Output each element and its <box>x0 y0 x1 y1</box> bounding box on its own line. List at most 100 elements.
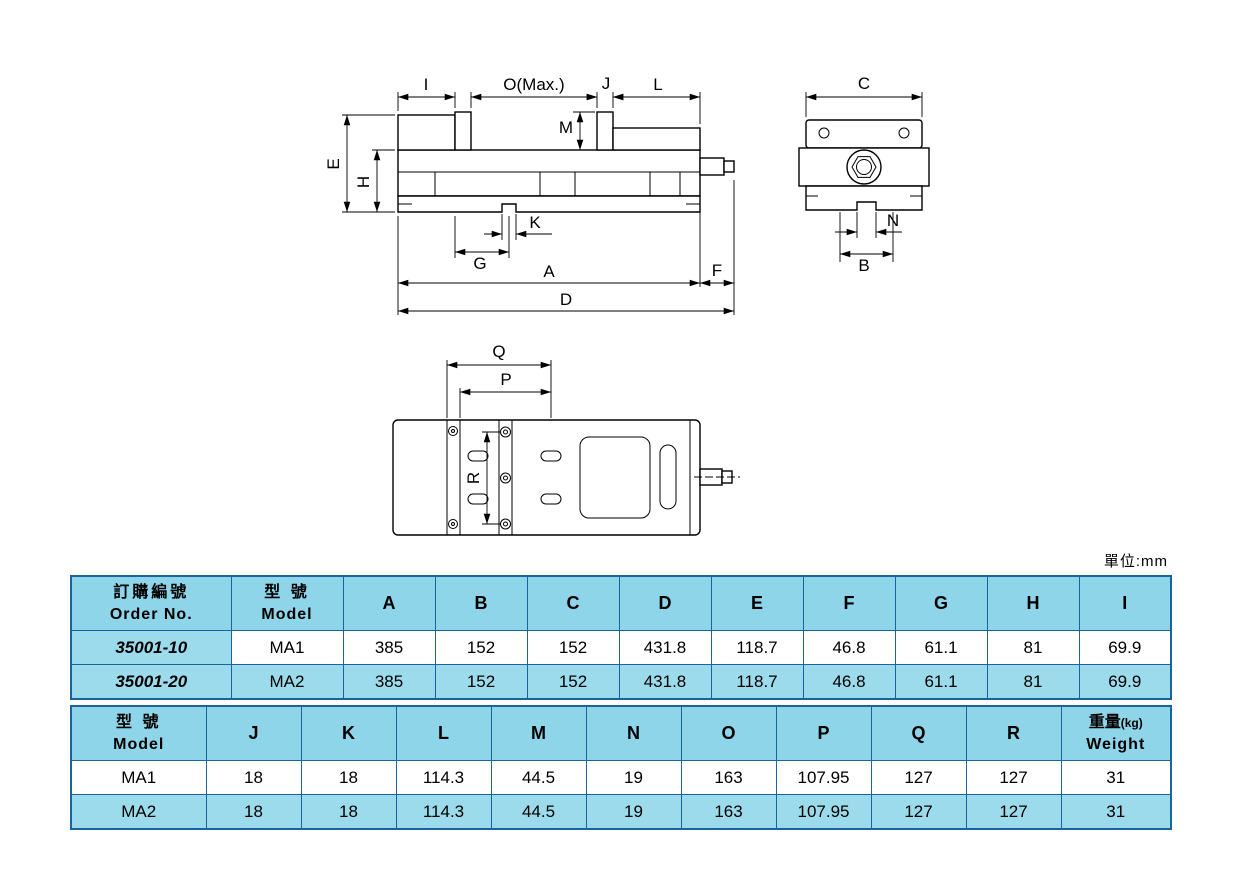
model-header-en: Model <box>113 735 165 753</box>
col-header-o: O <box>680 705 777 762</box>
dim-label-c: C <box>858 74 870 93</box>
value-cell: 127 <box>965 794 1062 830</box>
model-header-zh: 型 號 <box>116 714 162 731</box>
weight-header-zh: 重量 <box>1088 714 1121 731</box>
dim-label-j: J <box>602 74 611 93</box>
value-cell: 18 <box>300 760 397 796</box>
dim-label-a: A <box>543 262 555 281</box>
col-header-m: M <box>490 705 587 762</box>
col-header-n: N <box>585 705 682 762</box>
dim-label-g: G <box>473 254 486 273</box>
value-cell: 114.3 <box>395 794 492 830</box>
value-cell: 19 <box>585 760 682 796</box>
weight-cell: 31 <box>1060 760 1172 796</box>
dim-label-e: E <box>324 158 343 169</box>
front-view: I O(Max.) J L M E H K G A F D <box>324 74 735 315</box>
dim-label-p: P <box>500 370 511 389</box>
value-cell: 127 <box>965 760 1062 796</box>
value-cell: 44.5 <box>490 794 587 830</box>
order-no-cell: 35001-20 <box>70 664 232 700</box>
table1-header-row: 訂購編號 Order No. 型 號 Model A B C D E F G H… <box>70 575 1172 632</box>
value-cell: 18 <box>205 760 302 796</box>
value-cell: 152 <box>526 664 620 700</box>
table-row: 35001-20 MA2 385 152 152 431.8 118.7 46.… <box>70 664 1172 700</box>
value-cell: 127 <box>870 794 967 830</box>
top-view: Q P R <box>392 342 740 536</box>
value-cell: 385 <box>342 630 436 666</box>
value-cell: 114.3 <box>395 760 492 796</box>
table2-header-row: 型 號 Model J K L M N O P Q R 重量(kg) Weigh… <box>70 705 1172 762</box>
dim-label-k: K <box>529 213 541 232</box>
spec-table-order: 訂購編號 Order No. 型 號 Model A B C D E F G H… <box>70 575 1172 701</box>
value-cell: 107.95 <box>775 794 872 830</box>
col-header-q: Q <box>870 705 967 762</box>
weight-header: 重量(kg) Weight <box>1060 705 1172 762</box>
value-cell: 81 <box>986 630 1080 666</box>
order-no-header-en: Order No. <box>109 605 193 623</box>
order-no-header-zh: 訂購編號 <box>113 584 190 601</box>
table-row: MA1 18 18 114.3 44.5 19 163 107.95 127 1… <box>70 760 1172 796</box>
model-cell: MA2 <box>70 794 207 830</box>
dim-label-r: R <box>464 472 483 484</box>
side-view: C N B <box>798 74 930 275</box>
technical-drawing: I O(Max.) J L M E H K G A F D <box>324 74 930 536</box>
col-header-h: H <box>986 575 1080 632</box>
model-cell: MA1 <box>70 760 207 796</box>
value-cell: 431.8 <box>618 630 712 666</box>
value-cell: 46.8 <box>802 630 896 666</box>
col-header-d: D <box>618 575 712 632</box>
value-cell: 18 <box>300 794 397 830</box>
order-no-cell: 35001-10 <box>70 630 232 666</box>
col-header-i: I <box>1078 575 1172 632</box>
model-cell: MA2 <box>230 664 344 700</box>
dim-label-h: H <box>354 176 373 188</box>
value-cell: 81 <box>986 664 1080 700</box>
order-no-header: 訂購編號 Order No. <box>70 575 232 632</box>
value-cell: 118.7 <box>710 664 804 700</box>
value-cell: 69.9 <box>1078 630 1172 666</box>
value-cell: 18 <box>205 794 302 830</box>
value-cell: 163 <box>680 760 777 796</box>
value-cell: 44.5 <box>490 760 587 796</box>
model-header: 型 號 Model <box>70 705 207 762</box>
col-header-g: G <box>894 575 988 632</box>
dim-label-q: Q <box>492 342 505 361</box>
value-cell: 127 <box>870 760 967 796</box>
dim-label-d: D <box>560 290 572 309</box>
weight-header-en: Weight <box>1086 735 1146 753</box>
value-cell: 46.8 <box>802 664 896 700</box>
value-cell: 431.8 <box>618 664 712 700</box>
table-row: MA2 18 18 114.3 44.5 19 163 107.95 127 1… <box>70 794 1172 830</box>
col-header-b: B <box>434 575 528 632</box>
table-row: 35001-10 MA1 385 152 152 431.8 118.7 46.… <box>70 630 1172 666</box>
value-cell: 118.7 <box>710 630 804 666</box>
value-cell: 163 <box>680 794 777 830</box>
col-header-c: C <box>526 575 620 632</box>
value-cell: 385 <box>342 664 436 700</box>
value-cell: 152 <box>526 630 620 666</box>
col-header-r: R <box>965 705 1062 762</box>
col-header-j: J <box>205 705 302 762</box>
dim-label-l: L <box>653 75 662 94</box>
spec-table-dimensions: 型 號 Model J K L M N O P Q R 重量(kg) Weigh… <box>70 705 1172 831</box>
value-cell: 61.1 <box>894 630 988 666</box>
model-header-en: Model <box>261 605 313 623</box>
dim-label-o: O(Max.) <box>503 75 564 94</box>
value-cell: 69.9 <box>1078 664 1172 700</box>
dim-label-f: F <box>712 261 722 280</box>
weight-cell: 31 <box>1060 794 1172 830</box>
col-header-f: F <box>802 575 896 632</box>
col-header-l: L <box>395 705 492 762</box>
dim-label-m: M <box>559 118 573 137</box>
dim-label-b: B <box>858 256 869 275</box>
model-header: 型 號 Model <box>230 575 344 632</box>
model-cell: MA1 <box>230 630 344 666</box>
col-header-a: A <box>342 575 436 632</box>
unit-label: 單位:mm <box>1103 553 1168 570</box>
model-header-zh: 型 號 <box>264 584 310 601</box>
col-header-k: K <box>300 705 397 762</box>
value-cell: 19 <box>585 794 682 830</box>
col-header-e: E <box>710 575 804 632</box>
value-cell: 107.95 <box>775 760 872 796</box>
